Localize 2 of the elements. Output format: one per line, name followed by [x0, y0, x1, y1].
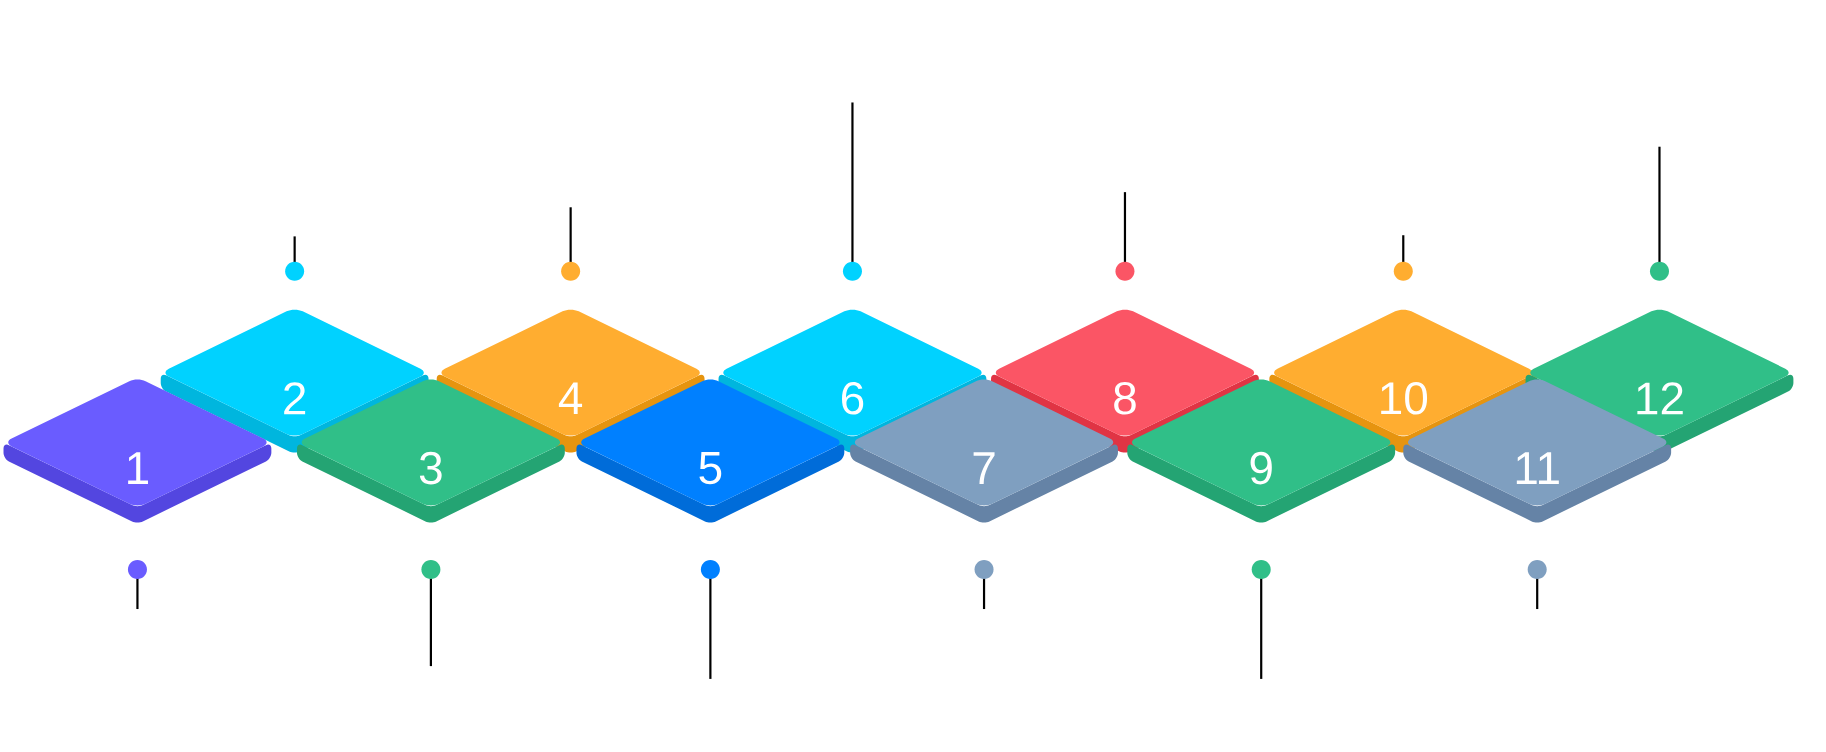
tile: 2: [160, 309, 429, 453]
tile: 1: [3, 379, 272, 523]
